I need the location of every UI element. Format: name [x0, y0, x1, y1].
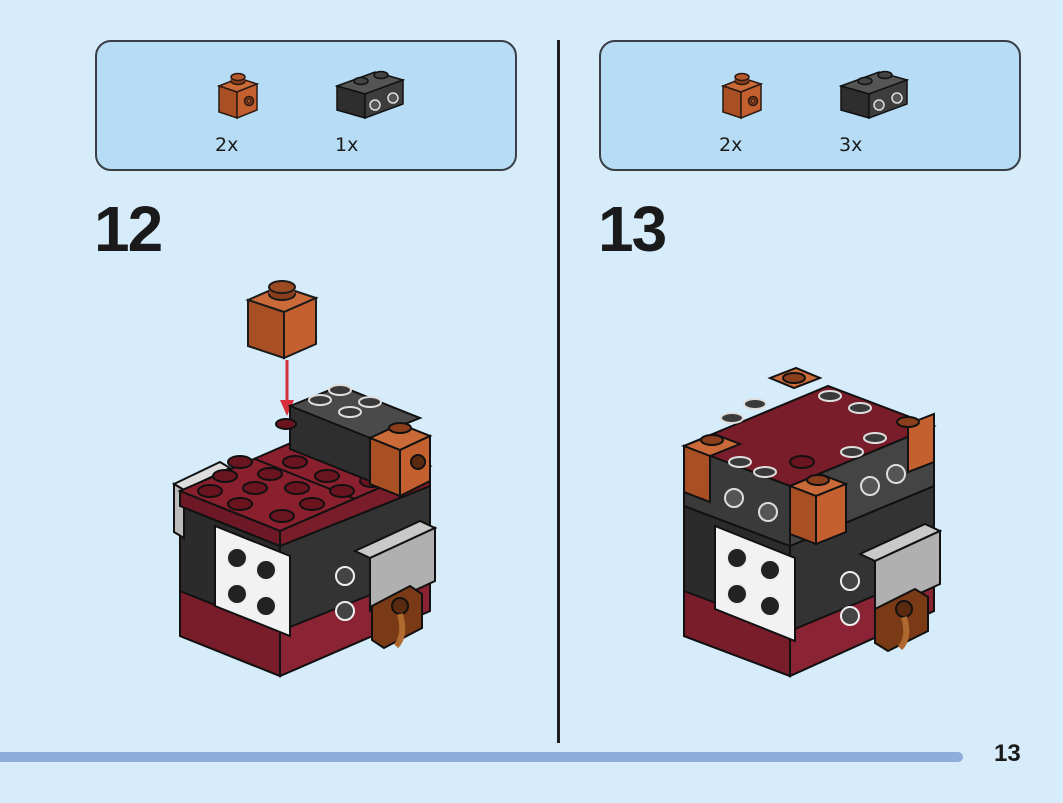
placement-arrow-icon [280, 360, 294, 416]
part-quantity: 1x [335, 134, 359, 156]
part-quantity: 2x [719, 134, 743, 156]
footer-progress-bar [0, 752, 963, 762]
part-black-1x2: 3x [839, 66, 909, 156]
parts-callout-step-13: 2x 3x [599, 40, 1021, 171]
part-brown-1x1: 2x [719, 72, 765, 156]
column-divider [557, 40, 560, 743]
step-number-13: 13 [598, 193, 667, 265]
part-quantity: 2x [215, 134, 239, 156]
model-illustration-step-12 [171, 280, 438, 678]
brick-1x1-brown-icon [720, 72, 764, 120]
brick-1x2-black-icon [335, 70, 405, 120]
model-illustration-step-13 [681, 366, 943, 678]
falling-brick-brown-icon [245, 280, 319, 360]
part-brown-1x1: 2x [215, 72, 261, 156]
parts-callout-step-12: 2x 1x [95, 40, 517, 171]
brick-1x1-brown-icon [216, 72, 260, 120]
part-black-1x2: 1x [335, 66, 405, 156]
brick-1x2-black-icon [839, 70, 909, 120]
step-number-12: 12 [94, 193, 163, 265]
page-number: 13 [994, 740, 1021, 767]
part-quantity: 3x [839, 134, 863, 156]
